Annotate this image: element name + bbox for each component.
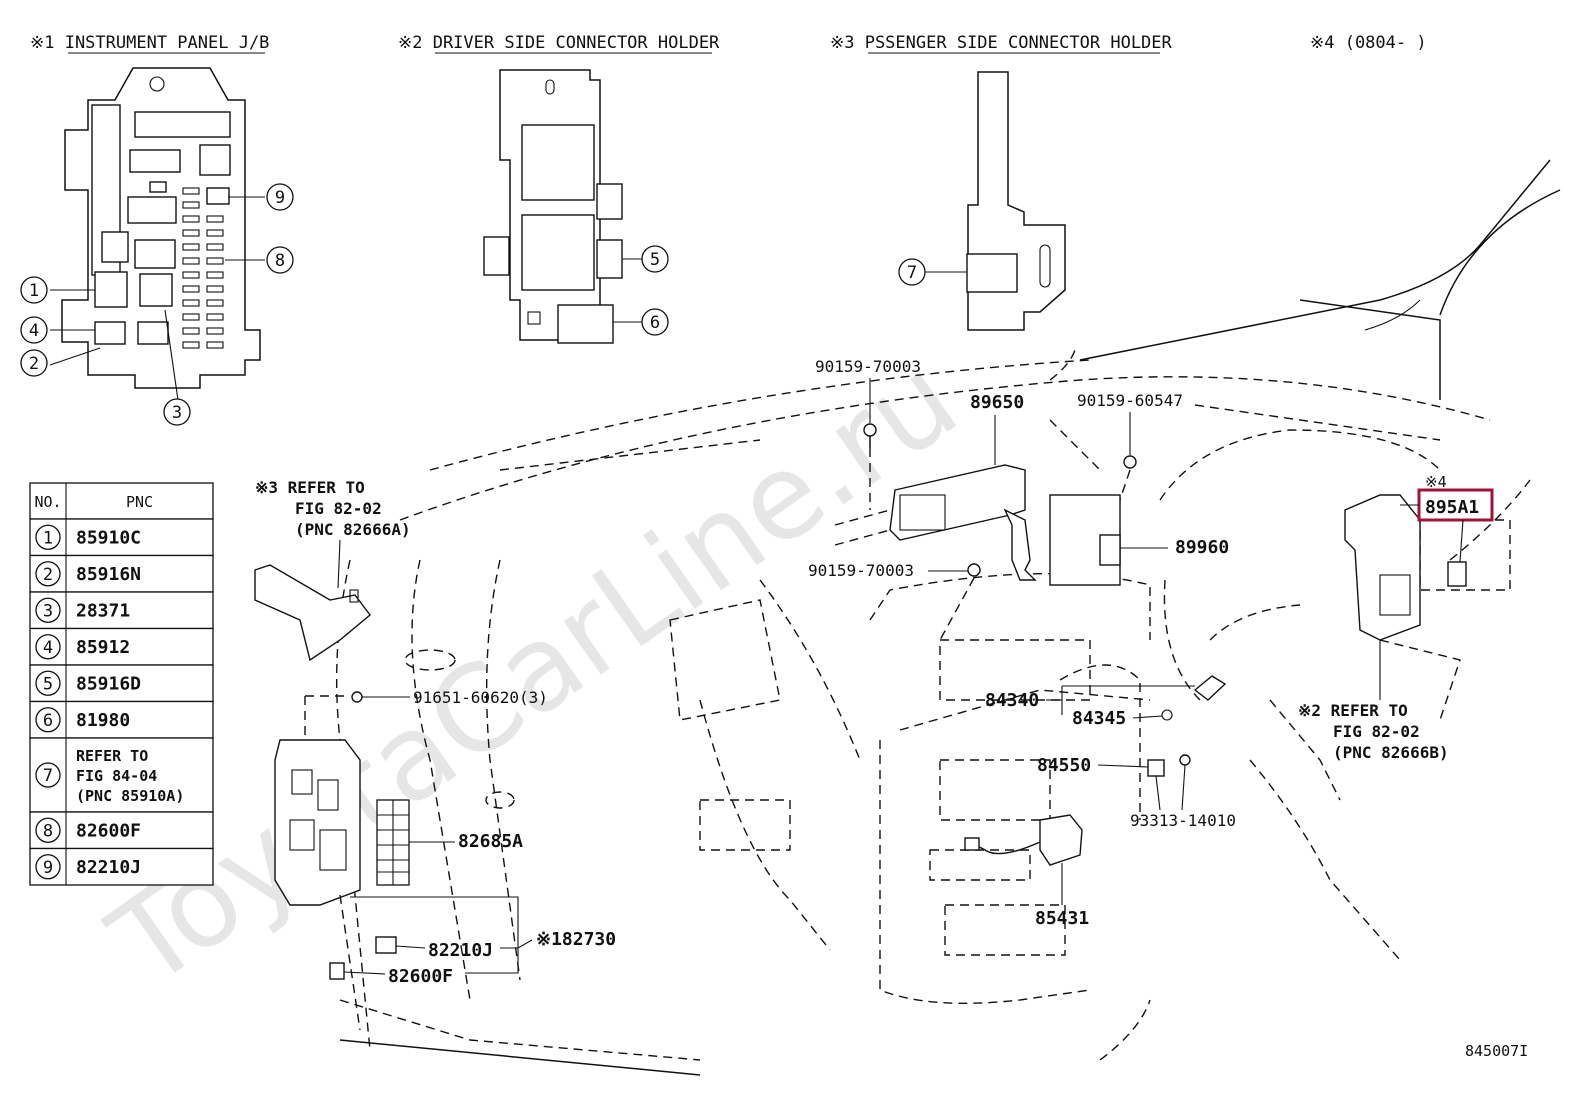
table-row-pnc: 81980 bbox=[76, 710, 130, 731]
header-note-4: ※4 (0804- ) bbox=[1310, 33, 1427, 53]
svg-text:6: 6 bbox=[650, 313, 660, 333]
watermark: ToyotaCarLine.ru bbox=[86, 329, 981, 1013]
label-90159-70003-mid: 90159-70003 bbox=[808, 561, 914, 580]
table-row-number: 2 bbox=[43, 565, 53, 585]
svg-text:5: 5 bbox=[650, 250, 660, 270]
table-row-pnc: REFER TO bbox=[76, 747, 148, 765]
svg-text:4: 4 bbox=[29, 321, 39, 341]
part-labels: 90159-70003 89650 90159-60547 89960 9015… bbox=[255, 357, 1528, 1060]
instrument-panel-jb-detail: 1 4 2 3 9 8 bbox=[20, 67, 294, 426]
refer-left-line2: FIG 82-02 bbox=[295, 499, 382, 518]
header-driver-side-holder: ※2 DRIVER SIDE CONNECTOR HOLDER bbox=[398, 33, 720, 53]
label-89650: 89650 bbox=[970, 392, 1024, 413]
table-row-number: 7 bbox=[43, 766, 53, 786]
header-instrument-panel-jb: ※1 INSTRUMENT PANEL J/B bbox=[30, 33, 269, 53]
table-row bbox=[29, 811, 214, 850]
label-note-4: ※4 bbox=[1425, 473, 1447, 491]
table-row-pnc: 82600F bbox=[76, 820, 141, 841]
table-row-number-circle bbox=[35, 597, 61, 623]
table-row-number-circle bbox=[35, 634, 61, 660]
table-row-number-circle bbox=[35, 670, 61, 696]
table-row-number: 3 bbox=[43, 601, 53, 621]
table-row-number-circle bbox=[35, 707, 61, 733]
table-row-pnc: (PNC 85910A) bbox=[76, 787, 184, 805]
label-82685A: 82685A bbox=[458, 831, 523, 852]
callout-1: 1 bbox=[20, 276, 48, 304]
driver-side-connector-holder: 5 6 bbox=[483, 69, 669, 344]
label-90159-70003-top: 90159-70003 bbox=[815, 357, 921, 376]
label-82600F: 82600F bbox=[388, 966, 453, 987]
table-row-pnc: 85910C bbox=[76, 527, 141, 548]
table-col-pnc: PNC bbox=[126, 493, 153, 511]
callout-8: 8 bbox=[266, 246, 294, 274]
headers: ※1 INSTRUMENT PANEL J/B ※2 DRIVER SIDE C… bbox=[30, 33, 1427, 54]
passenger-side-connector-holder: 7 bbox=[898, 71, 1066, 331]
header-passenger-side-holder: ※3 PSSENGER SIDE CONNECTOR HOLDER bbox=[830, 33, 1173, 53]
label-91651-60620: 91651-60620(3) bbox=[413, 688, 548, 707]
refer-right-line1: ※2 REFER TO bbox=[1298, 701, 1408, 720]
refer-right-line2: FIG 82-02 bbox=[1333, 722, 1420, 741]
table-row-pnc: 85916N bbox=[76, 564, 141, 585]
label-82210J: 82210J bbox=[428, 940, 493, 961]
callout-9: 9 bbox=[266, 183, 294, 211]
label-84550: 84550 bbox=[1037, 755, 1091, 776]
table-col-no: NO. bbox=[34, 493, 61, 511]
fuse-slots bbox=[182, 187, 224, 349]
svg-text:3: 3 bbox=[172, 403, 182, 423]
table-row-pnc: FIG 84-04 bbox=[76, 767, 157, 785]
table-row-number-circle bbox=[35, 524, 61, 550]
table-row-number-circle bbox=[35, 762, 61, 788]
table-row-number: 5 bbox=[43, 674, 53, 694]
label-85431: 85431 bbox=[1035, 908, 1089, 929]
table-row-number-circle bbox=[35, 561, 61, 587]
callout-7: 7 bbox=[898, 258, 926, 286]
table-row-pnc: 85916D bbox=[76, 673, 141, 694]
label-93313-14010: 93313-14010 bbox=[1130, 811, 1236, 830]
table-row-pnc: 82210J bbox=[76, 857, 141, 878]
table-row-number: 8 bbox=[43, 821, 53, 841]
callout-5: 5 bbox=[641, 245, 669, 273]
table-row-pnc: 85912 bbox=[76, 637, 130, 658]
label-89960: 89960 bbox=[1175, 537, 1229, 558]
refer-right-line3: (PNC 82666B) bbox=[1333, 743, 1449, 762]
svg-text:2: 2 bbox=[29, 354, 39, 374]
table-row-number-circle bbox=[35, 817, 61, 843]
pnc-table: NO. PNC 1 85910C 2 85916N 3 28371 4 85912 5 85916D 6… bbox=[29, 482, 214, 886]
label-182730: ※182730 bbox=[536, 929, 616, 950]
callout-2: 2 bbox=[20, 349, 48, 377]
table-row-number: 9 bbox=[43, 858, 53, 878]
svg-text:7: 7 bbox=[907, 263, 917, 283]
svg-text:9: 9 bbox=[275, 188, 285, 208]
table-row-number: 4 bbox=[43, 638, 53, 658]
figure-id: 845007I bbox=[1465, 1042, 1528, 1060]
label-895A1: 895A1 bbox=[1425, 497, 1479, 518]
callout-6: 6 bbox=[641, 308, 669, 336]
label-90159-60547: 90159-60547 bbox=[1077, 391, 1183, 410]
refer-left-line3: (PNC 82666A) bbox=[295, 520, 411, 539]
svg-text:1: 1 bbox=[29, 281, 39, 301]
table-header bbox=[29, 482, 214, 520]
svg-text:8: 8 bbox=[275, 251, 285, 271]
callout-3: 3 bbox=[163, 398, 191, 426]
table-row-pnc: 28371 bbox=[76, 600, 130, 621]
refer-left-line1: ※3 REFER TO bbox=[255, 478, 365, 497]
label-84345: 84345 bbox=[1072, 708, 1126, 729]
table-row-number: 6 bbox=[43, 711, 53, 731]
table-row-number: 1 bbox=[43, 528, 53, 548]
dashboard-assembly bbox=[254, 159, 1561, 1076]
label-84340: 84340 bbox=[985, 690, 1039, 711]
callout-4: 4 bbox=[20, 316, 48, 344]
table-row-number-circle bbox=[35, 854, 61, 880]
